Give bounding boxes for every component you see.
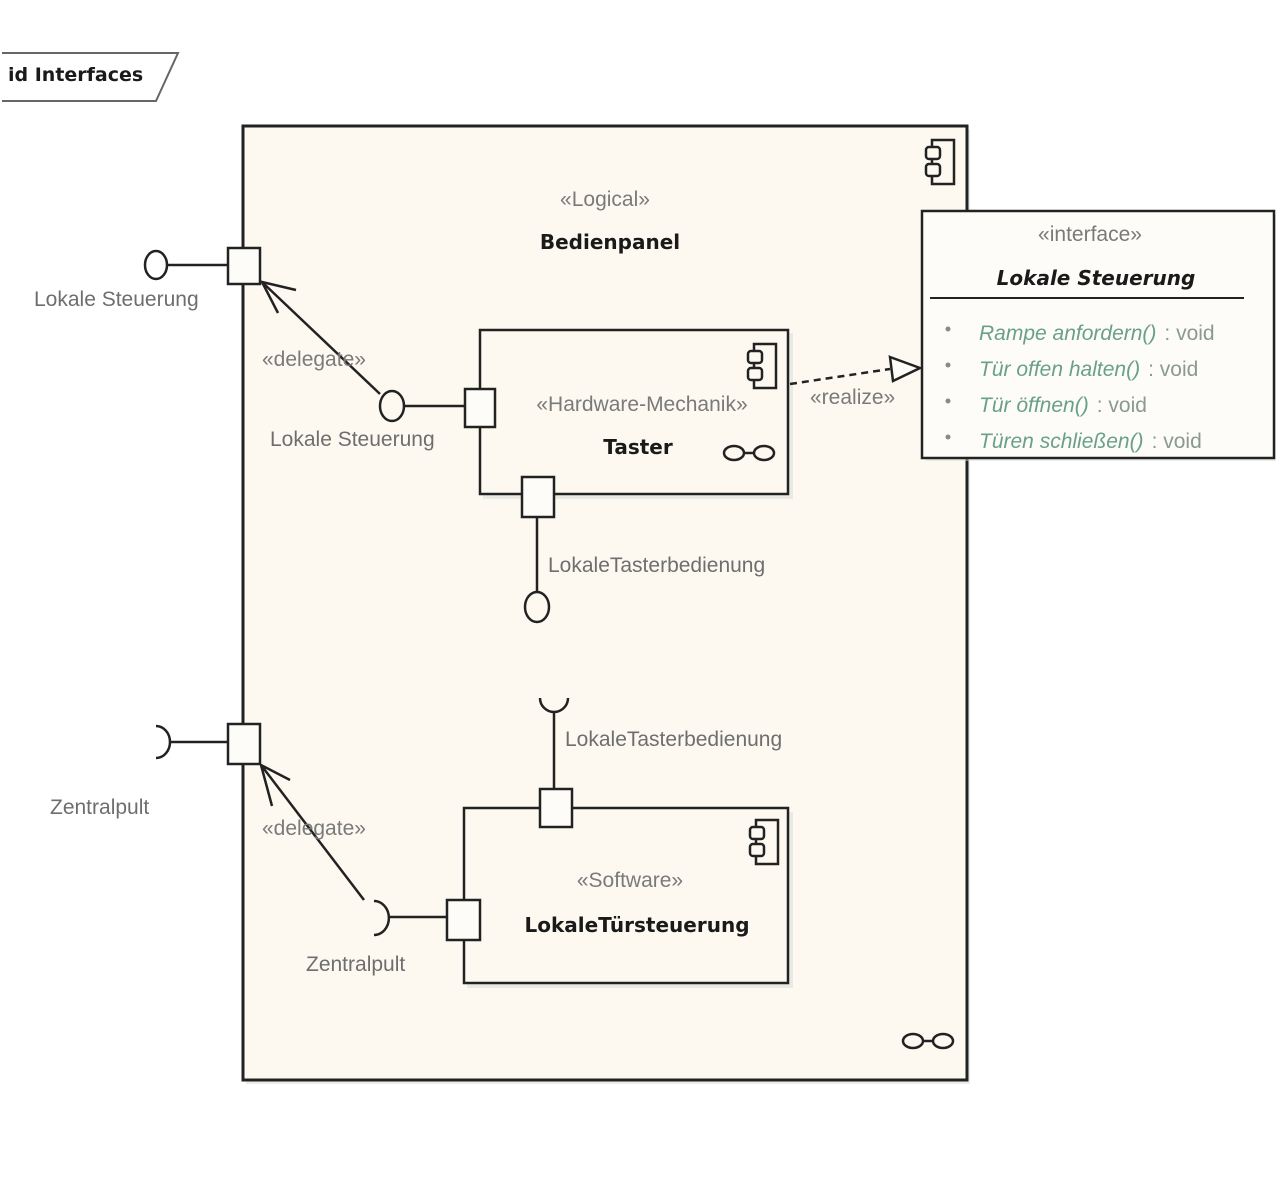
svg-text:Rampe anfordern(): void: Rampe anfordern() : void (979, 322, 1215, 345)
taster-stereotype: «Hardware-Mechanik» (536, 393, 747, 416)
realize-label: «realize» (810, 386, 895, 409)
taster-name: Taster (603, 435, 673, 459)
component-bedienpanel[interactable]: «Logical» Bedienpanel (241, 124, 970, 1084)
arrowhead-icon (259, 280, 297, 314)
svg-text:Tür öffnen(): void: Tür öffnen() : void (979, 394, 1147, 417)
component-taster[interactable]: «Hardware-Mechanik» Taster (478, 328, 793, 499)
bedienpanel-stereotype: «Logical» (560, 188, 650, 211)
public-visibility-icon (945, 362, 951, 368)
interface-stereotype: «interface» (1038, 223, 1142, 246)
lollipop-icon (523, 590, 551, 624)
lollipop-icon (143, 249, 169, 281)
operation-return: : void (1164, 322, 1214, 345)
delegate-connector-bottom[interactable]: «delegate» (259, 762, 366, 901)
software-name: LokaleTürsteuerung (524, 913, 749, 937)
port-software-left[interactable] (445, 898, 482, 942)
outer-provided-label: Lokale Steuerung (34, 288, 199, 311)
lollipop-icon (378, 389, 406, 423)
inner-required-interface[interactable]: Zentralpult (306, 898, 482, 976)
outer-provided-interface[interactable]: Lokale Steuerung (34, 246, 262, 311)
outer-required-label: Zentralpult (50, 796, 149, 819)
public-visibility-icon (945, 326, 951, 332)
public-visibility-icon (945, 434, 951, 440)
diagram-frame-title: id Interfaces (8, 64, 143, 86)
operation-item[interactable]: Tür offen halten() : void (945, 358, 1199, 381)
bedienpanel-name: Bedienpanel (540, 230, 680, 254)
port-software-top[interactable] (538, 787, 574, 829)
port-outer-top[interactable] (226, 246, 262, 286)
operation-item[interactable]: Tür öffnen() : void (945, 394, 1147, 417)
operation-name: Tür öffnen() (979, 394, 1089, 417)
port-taster-left[interactable] (463, 387, 497, 429)
operation-item[interactable]: Rampe anfordern() : void (945, 322, 1215, 345)
delegate-label-top: «delegate» (262, 348, 366, 371)
delegate-connector-top[interactable]: «delegate» (259, 280, 381, 395)
taster-bottom-provided-interface[interactable]: LokaleTasterbedienung (520, 475, 765, 624)
software-top-label: LokaleTasterbedienung (565, 728, 782, 751)
interface-name: Lokale Steuerung (997, 266, 1196, 290)
delegate-label-bottom: «delegate» (262, 817, 366, 840)
operation-return: : void (1097, 394, 1147, 417)
diagram-frame-tab: id Interfaces (2, 52, 180, 102)
outer-required-interface[interactable]: Zentralpult (50, 722, 262, 819)
component-lokale-tuersteuerung[interactable]: «Software» LokaleTürsteuerung (462, 806, 793, 988)
operation-return: : void (1152, 430, 1202, 453)
port-outer-bottom[interactable] (226, 722, 262, 766)
inner-provided-interface[interactable]: Lokale Steuerung (270, 387, 497, 451)
svg-text:Tür offen halten(): void: Tür offen halten() : void (979, 358, 1198, 381)
operation-name: Tür offen halten() (979, 358, 1140, 381)
arrowhead-icon (259, 762, 291, 807)
interface-lokale-steuerung[interactable]: «interface» Lokale Steuerung Rampe anfor… (920, 209, 1276, 461)
taster-bottom-label: LokaleTasterbedienung (548, 554, 765, 577)
socket-icon (155, 724, 172, 760)
operation-return: : void (1148, 358, 1198, 381)
operation-item[interactable]: Türen schließen() : void (945, 430, 1202, 453)
inner-provided-label: Lokale Steuerung (270, 428, 435, 451)
operation-name: Türen schließen() (979, 430, 1144, 453)
socket-icon (538, 697, 570, 714)
operation-name: Rampe anfordern() (979, 322, 1156, 345)
port-taster-bottom[interactable] (520, 475, 556, 519)
realize-connector[interactable]: «realize» (789, 355, 924, 409)
software-top-required-interface[interactable]: LokaleTasterbedienung (538, 697, 782, 829)
svg-text:Türen schließen(): void: Türen schließen() : void (979, 430, 1202, 453)
software-stereotype: «Software» (577, 869, 683, 892)
inner-required-label: Zentralpult (306, 953, 405, 976)
realization-arrowhead-icon (888, 355, 924, 383)
public-visibility-icon (945, 398, 951, 404)
